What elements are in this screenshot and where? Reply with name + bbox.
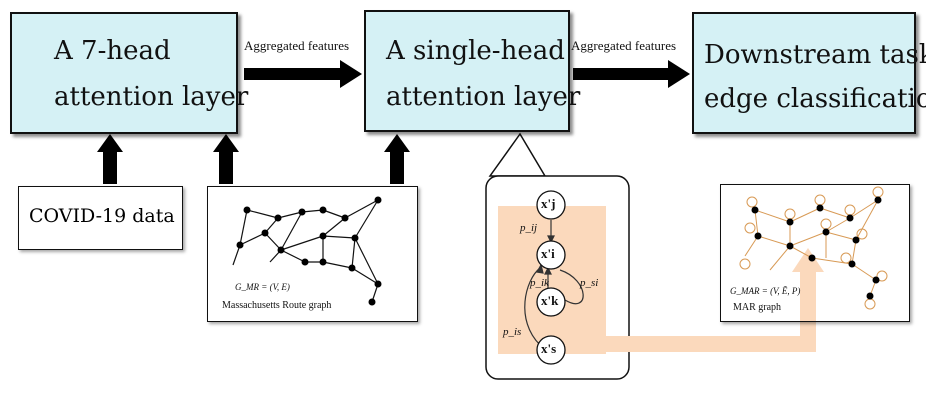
edge-pik-label: p_ik bbox=[530, 277, 549, 289]
seven-head-layer-line2: attention layer bbox=[54, 82, 249, 112]
edge-pij-label: p_ij bbox=[520, 222, 538, 234]
single-head-attention-layer: A single-head attention layer bbox=[364, 10, 580, 132]
covid-data-label: COVID-19 data bbox=[29, 205, 175, 227]
route-graph-caption: Massachusetts Route graph bbox=[222, 300, 332, 311]
downstream-line2: edge classification bbox=[704, 84, 926, 114]
aggregated-features-label-1: Aggregated features bbox=[244, 38, 350, 53]
covid-data-box: COVID-19 data bbox=[18, 186, 183, 250]
node-xk-label: x'k bbox=[541, 293, 559, 308]
node-xj-label: x'j bbox=[541, 196, 556, 211]
arrow-first-to-second bbox=[244, 60, 362, 88]
node-xs-label: x's bbox=[541, 341, 557, 356]
mar-graph-formula: G_MAR = (V, Ẽ, P) bbox=[730, 286, 801, 296]
highlight-flow-arrow bbox=[598, 248, 824, 352]
route-graph-formula: G_MR = (V, E) bbox=[235, 282, 290, 292]
single-head-layer-line2: attention layer bbox=[386, 82, 581, 112]
downstream-line1: Downstream tasks: bbox=[704, 40, 926, 70]
arrow-covid-up bbox=[97, 134, 123, 184]
route-graph-box bbox=[207, 186, 418, 322]
arrow-second-to-downstream bbox=[573, 60, 690, 88]
edge-pis-label: p_is bbox=[503, 326, 522, 338]
attention-edges bbox=[524, 220, 584, 346]
seven-head-attention-layer: A 7-head attention layer bbox=[10, 12, 248, 134]
node-xi-label: x'i bbox=[541, 246, 555, 261]
arrow-route-up-second bbox=[384, 134, 410, 184]
edge-psi-label: p_si bbox=[580, 277, 599, 289]
attention-nodes bbox=[536, 190, 566, 365]
mar-graph-nodes bbox=[751, 196, 882, 300]
route-graph-edges bbox=[232, 199, 379, 303]
downstream-tasks-box: Downstream tasks: edge classification bbox=[692, 12, 926, 134]
mar-graph-box bbox=[720, 184, 910, 322]
single-head-layer-line1: A single-head bbox=[386, 36, 565, 66]
callout-connector bbox=[488, 132, 547, 177]
seven-head-layer-line1: A 7-head bbox=[54, 36, 171, 66]
mar-graph-edges bbox=[744, 199, 879, 297]
route-graph-nodes bbox=[236, 196, 382, 306]
aggregated-features-label-2: Aggregated features bbox=[571, 38, 677, 53]
mar-graph-caption: MAR graph bbox=[733, 302, 782, 313]
arrow-route-up-first bbox=[213, 134, 239, 184]
attention-highlight bbox=[498, 206, 606, 354]
